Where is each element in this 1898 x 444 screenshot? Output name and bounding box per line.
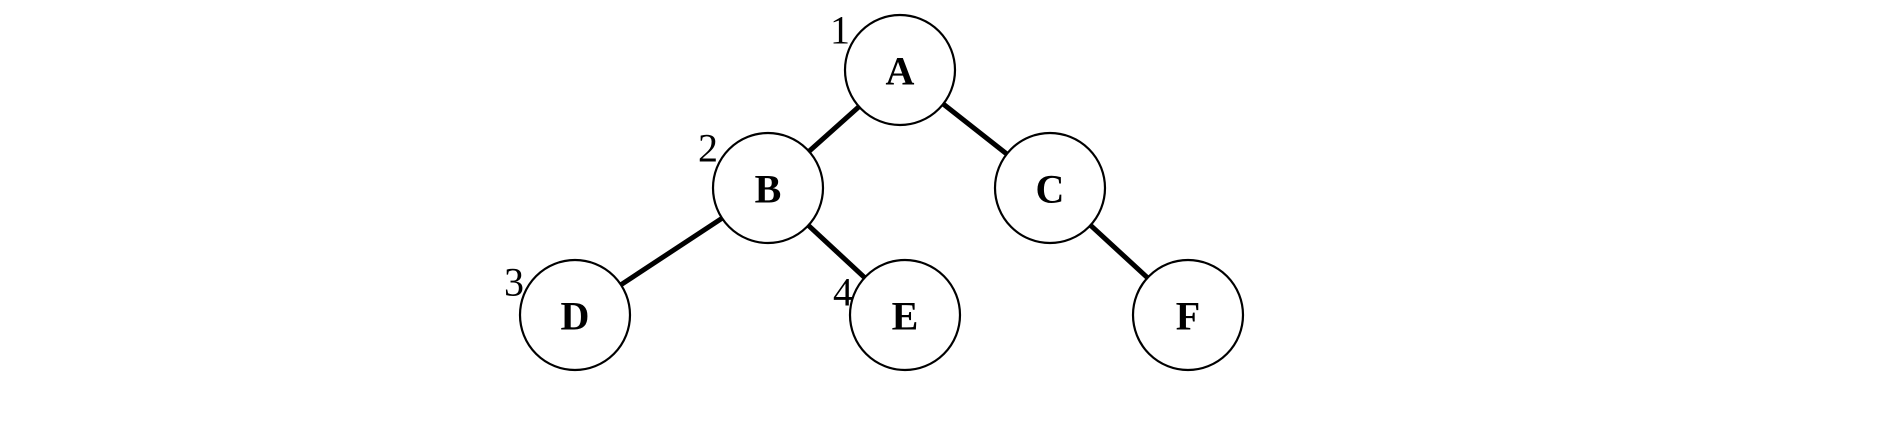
node-label-c: C [1036, 167, 1065, 212]
tree-edge-b-e [805, 222, 868, 281]
tree-node-b[interactable]: B [711, 131, 825, 245]
node-label-e: E [892, 294, 919, 339]
order-labels-group: 1 2 3 4 [504, 8, 853, 315]
node-label-a: A [886, 49, 915, 94]
node-circle-c [993, 131, 1107, 245]
edges-group [618, 101, 1150, 288]
node-label-d: D [561, 294, 590, 339]
order-label-e: 4 [833, 270, 853, 315]
nodes-group: A B C D E F [518, 13, 1245, 372]
order-label-b: 2 [698, 126, 718, 171]
node-label-f: F [1176, 294, 1200, 339]
tree-node-a[interactable]: A [843, 13, 957, 127]
node-circle-a [843, 13, 957, 127]
tree-node-f[interactable]: F [1131, 258, 1245, 372]
tree-node-c[interactable]: C [993, 131, 1107, 245]
node-circle-d [518, 258, 632, 372]
tree-edge-c-f [1088, 222, 1150, 281]
order-label-a: 1 [830, 8, 850, 53]
order-label-d: 3 [504, 260, 524, 305]
node-circle-e [848, 258, 962, 372]
node-circle-f [1131, 258, 1245, 372]
tree-node-e[interactable]: E [848, 258, 962, 372]
node-label-b: B [755, 167, 782, 212]
node-circle-b [711, 131, 825, 245]
tree-edge-a-c [940, 101, 1010, 157]
tree-edge-b-d [618, 215, 725, 288]
tree-edge-a-b [806, 104, 862, 154]
tree-node-d[interactable]: D [518, 258, 632, 372]
